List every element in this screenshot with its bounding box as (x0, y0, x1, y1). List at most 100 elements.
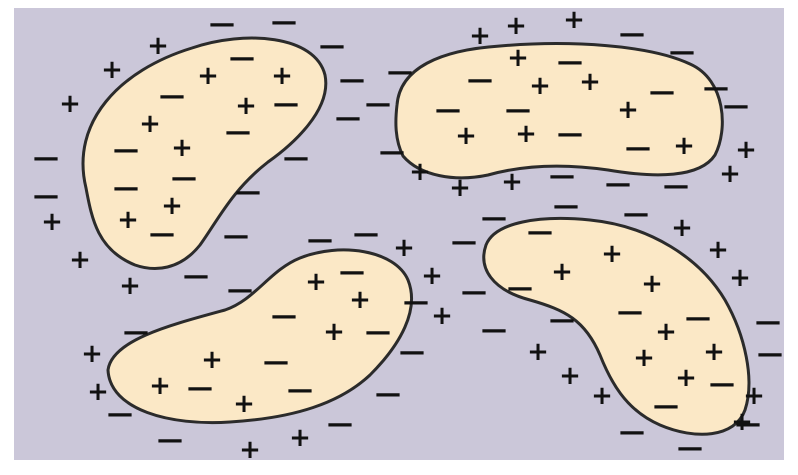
positive-charge: + (305, 267, 327, 297)
positive-charge: + (707, 235, 729, 265)
positive-charge: + (469, 21, 491, 51)
positive-charge: + (563, 5, 585, 35)
negative-charge: — (227, 275, 253, 305)
positive-charge: + (431, 301, 453, 331)
positive-charge: + (41, 207, 63, 237)
negative-charge: — (339, 65, 365, 95)
positive-charge: + (501, 167, 523, 197)
positive-charge: + (233, 389, 255, 419)
positive-charge: + (675, 363, 697, 393)
negative-charge: — (467, 65, 493, 95)
negative-charge: — (375, 379, 401, 409)
positive-charge: + (393, 233, 415, 263)
negative-charge: — (327, 409, 353, 439)
positive-charge: + (119, 271, 141, 301)
negative-charge: — (619, 19, 645, 49)
negative-charge: — (187, 373, 213, 403)
positive-charge: + (601, 239, 623, 269)
positive-charge: + (101, 55, 123, 85)
negative-charge: — (755, 307, 781, 337)
positive-charge: + (349, 285, 371, 315)
negative-charge: — (271, 7, 297, 37)
negative-charge: — (287, 375, 313, 405)
negative-charge: — (669, 37, 695, 67)
positive-charge: + (529, 71, 551, 101)
positive-charge: + (449, 173, 471, 203)
positive-charge: + (59, 89, 81, 119)
negative-charge: — (553, 191, 579, 221)
negative-charge: — (399, 337, 425, 367)
negative-charge: — (757, 339, 783, 369)
negative-charge: — (549, 305, 575, 335)
positive-charge: + (69, 245, 91, 275)
negative-charge: — (461, 277, 487, 307)
positive-charge: + (147, 31, 169, 61)
negative-charge: — (171, 163, 197, 193)
negative-charge: — (557, 119, 583, 149)
negative-charge: — (225, 117, 251, 147)
negative-charge: — (709, 369, 735, 399)
positive-charge: + (289, 423, 311, 453)
positive-charge: + (551, 257, 573, 287)
negative-charge: — (653, 391, 679, 421)
negative-charge: — (149, 219, 175, 249)
negative-charge: — (663, 171, 689, 201)
positive-charge: + (323, 317, 345, 347)
negative-charge: — (617, 297, 643, 327)
negative-charge: — (353, 219, 379, 249)
positive-charge: + (731, 407, 753, 437)
negative-charge: — (113, 135, 139, 165)
negative-charge: — (113, 173, 139, 203)
negative-charge: — (283, 143, 309, 173)
positive-charge: + (149, 371, 171, 401)
negative-charge: — (623, 199, 649, 229)
positive-charge: + (671, 213, 693, 243)
negative-charge: — (159, 81, 185, 111)
positive-charge: + (729, 263, 751, 293)
negative-charge: — (625, 133, 651, 163)
negative-charge: — (677, 433, 703, 463)
positive-charge: + (617, 95, 639, 125)
positive-charge: + (455, 121, 477, 151)
positive-charge: + (527, 337, 549, 367)
negative-charge: — (605, 169, 631, 199)
negative-charge: — (403, 287, 429, 317)
negative-charge: — (335, 103, 361, 133)
negative-charge: — (223, 221, 249, 251)
positive-charge: + (409, 157, 431, 187)
positive-charge: + (559, 361, 581, 391)
negative-charge: — (339, 257, 365, 287)
negative-charge: — (549, 161, 575, 191)
negative-charge: — (263, 347, 289, 377)
positive-charge: + (655, 317, 677, 347)
negative-charge: — (379, 137, 405, 167)
negative-charge: — (33, 143, 59, 173)
positive-charge: + (515, 119, 537, 149)
positive-charge: + (641, 269, 663, 299)
negative-charge: — (107, 399, 133, 429)
negative-charge: — (685, 303, 711, 333)
negative-charge: — (365, 317, 391, 347)
negative-charge: — (451, 227, 477, 257)
positive-charge: + (139, 109, 161, 139)
negative-charge: — (649, 77, 675, 107)
negative-charge: — (365, 89, 391, 119)
positive-charge: + (117, 205, 139, 235)
negative-charge: — (157, 425, 183, 455)
positive-charge: + (507, 43, 529, 73)
negative-charge: — (481, 203, 507, 233)
negative-charge: — (229, 43, 255, 73)
negative-charge: — (319, 31, 345, 61)
positive-charge: + (239, 435, 261, 465)
negative-charge: — (723, 91, 749, 121)
positive-charge: + (505, 11, 527, 41)
positive-charge: + (579, 67, 601, 97)
positive-charge: + (591, 381, 613, 411)
positive-charge: + (171, 133, 193, 163)
positive-charge: + (161, 191, 183, 221)
positive-charge: + (633, 343, 655, 373)
negative-charge: — (273, 89, 299, 119)
positive-charge: + (719, 159, 741, 189)
negative-charge: — (307, 225, 333, 255)
